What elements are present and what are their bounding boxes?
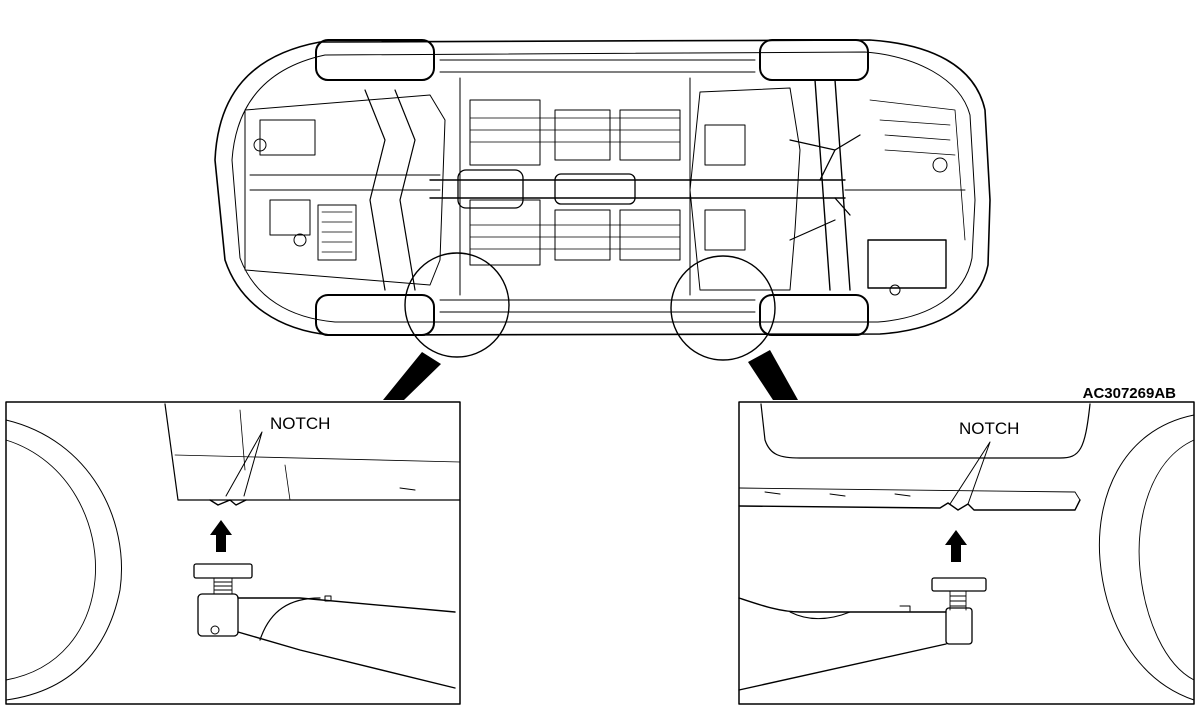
vehicle-underbody [214, 39, 991, 336]
right-callout-circle [670, 255, 776, 361]
right-notch-label: NOTCH [959, 419, 1019, 438]
left-callout-circle [404, 252, 510, 358]
right-detail-panel [738, 401, 1195, 705]
left-detail-panel [5, 401, 461, 705]
left-callout-pointer [383, 352, 441, 400]
figure-code: AC307269AB [1083, 385, 1177, 402]
right-callout-pointer [748, 350, 798, 400]
left-notch-label: NOTCH [270, 414, 330, 433]
